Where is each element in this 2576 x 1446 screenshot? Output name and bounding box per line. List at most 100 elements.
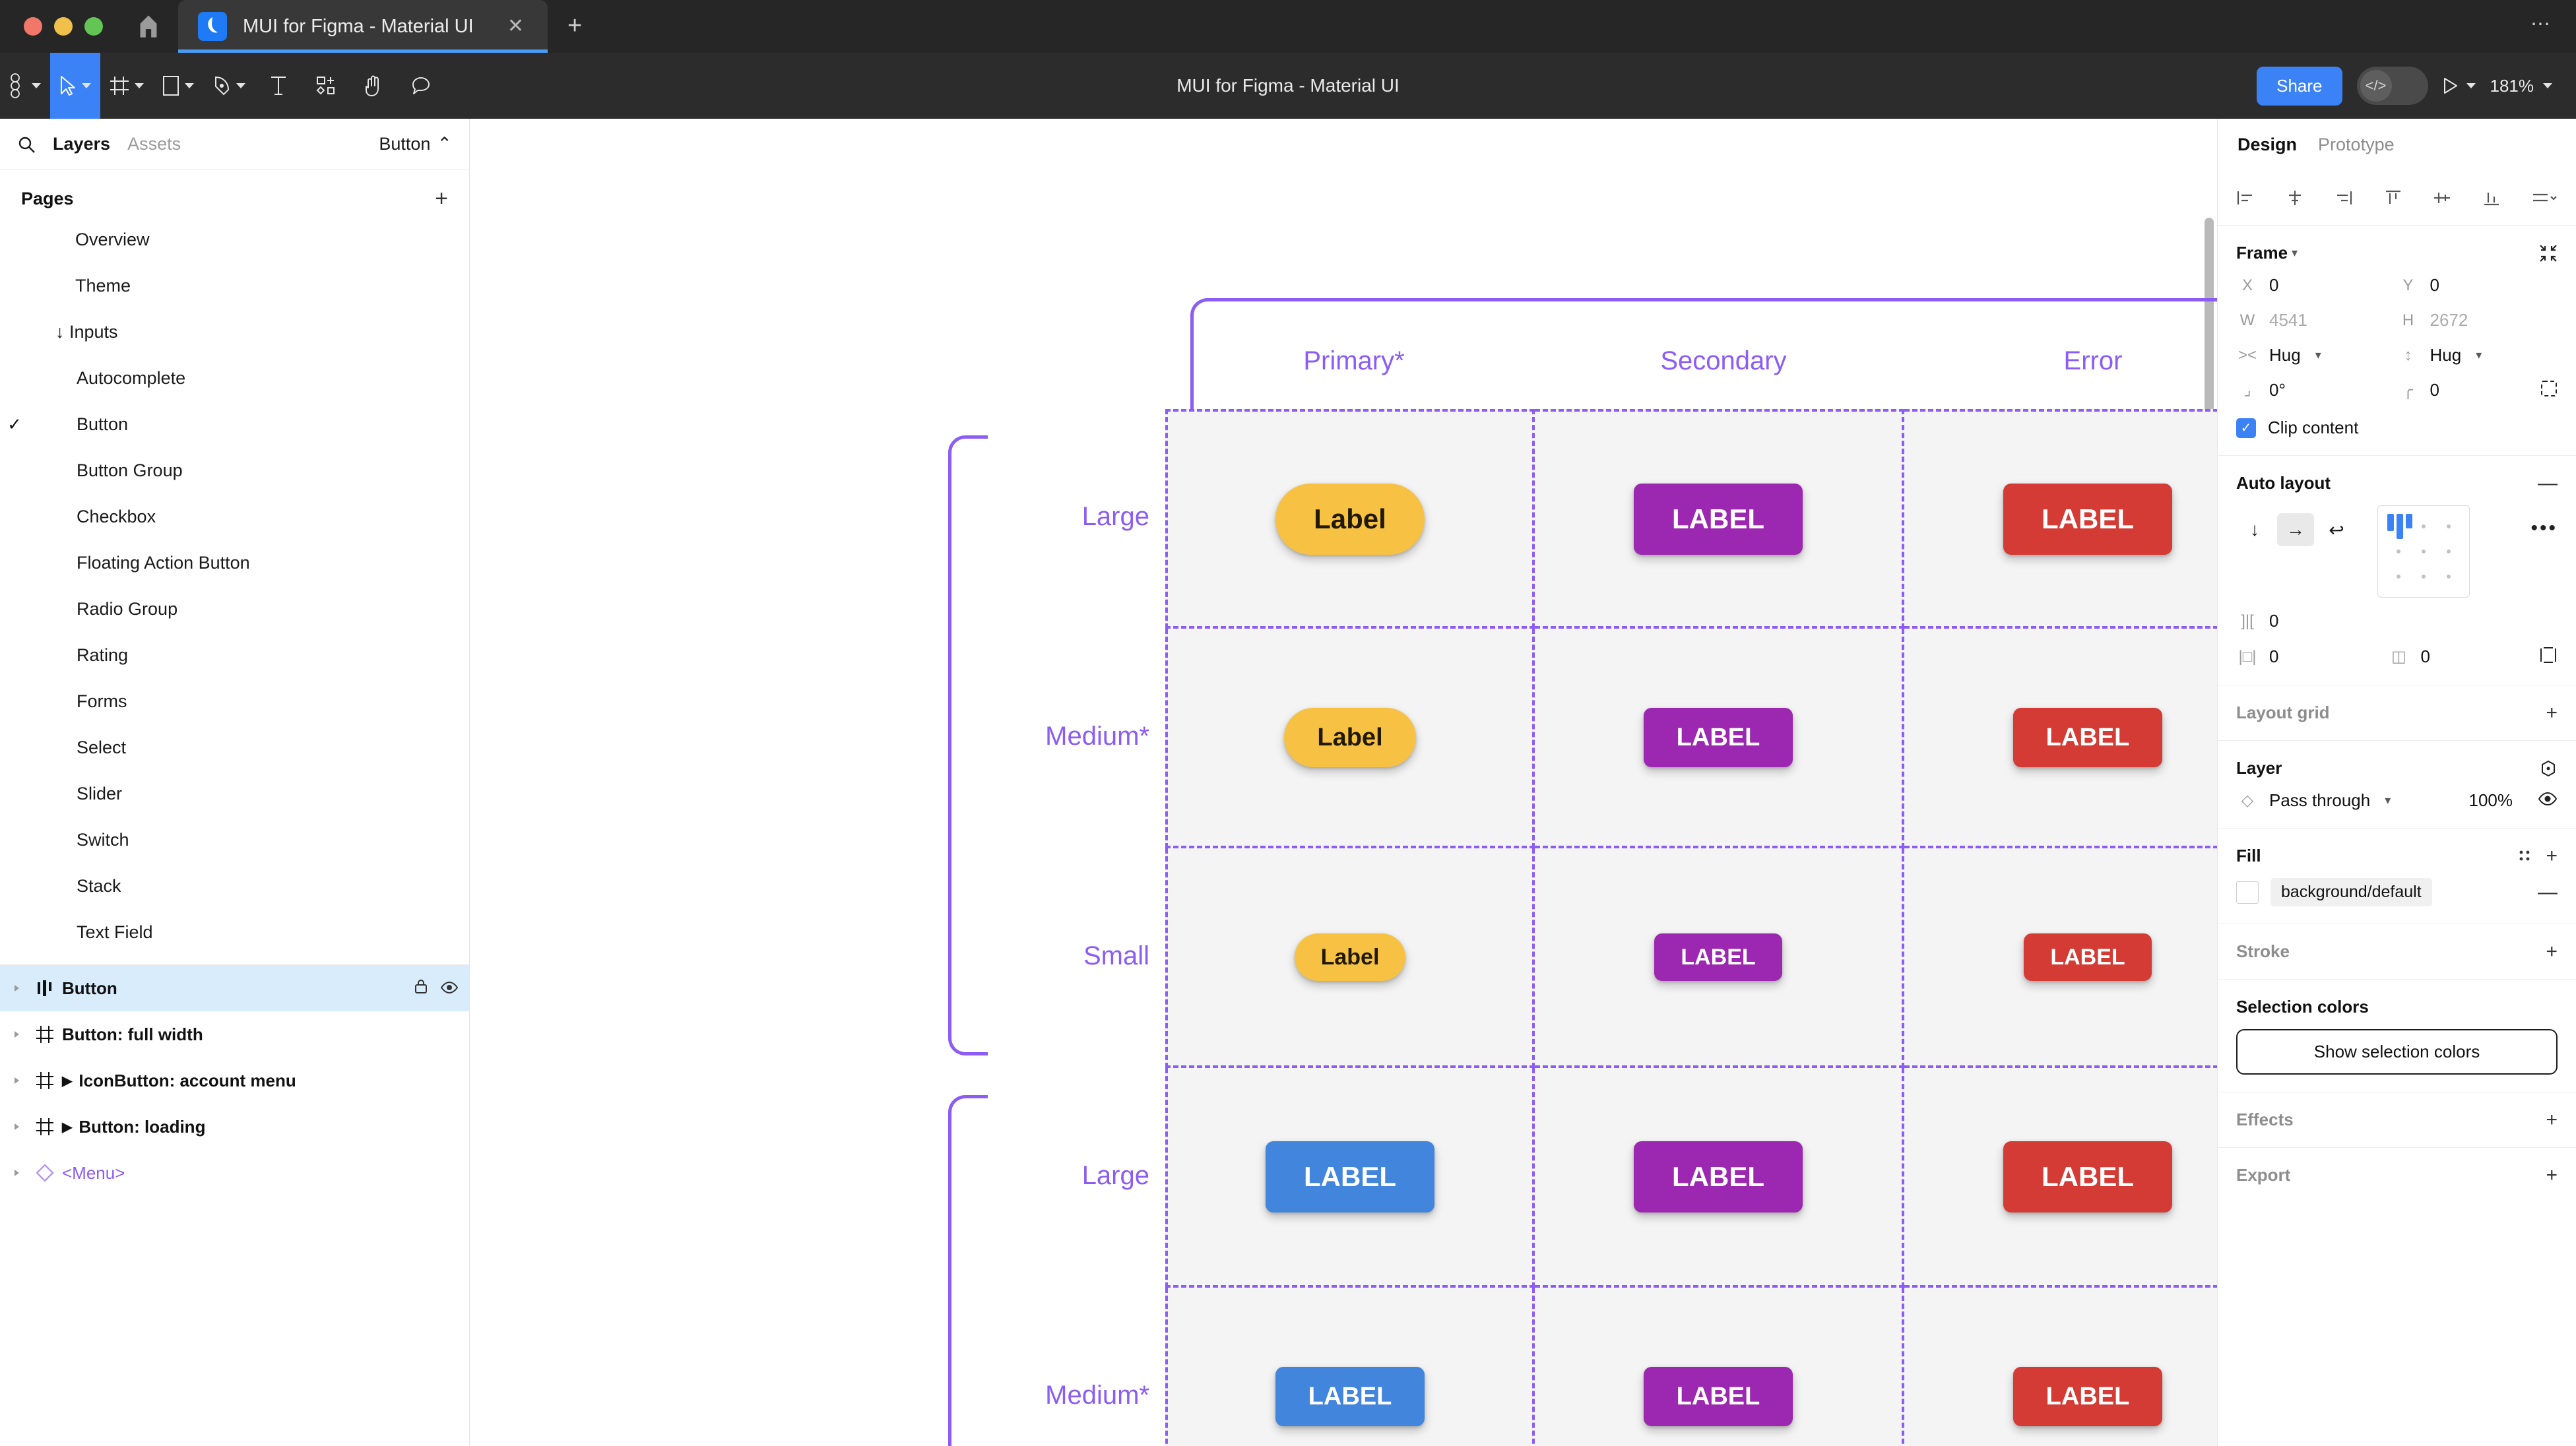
- layer-item-iconbutton-account-menu[interactable]: ▶IconButton: account menu: [0, 1057, 469, 1104]
- remove-fill-button[interactable]: —: [2538, 881, 2558, 903]
- tab-prototype[interactable]: Prototype: [2318, 134, 2395, 154]
- share-button[interactable]: Share: [2257, 66, 2342, 106]
- frame-h[interactable]: H 2672: [2397, 310, 2558, 330]
- align-left-icon[interactable]: [2236, 189, 2255, 206]
- page-item-rating[interactable]: Rating: [0, 632, 469, 678]
- align-vertical-center-icon[interactable]: [2433, 189, 2451, 206]
- page-item-floating-action-button[interactable]: Floating Action Button: [0, 540, 469, 586]
- lock-icon[interactable]: [414, 978, 428, 999]
- fill-color-swatch[interactable]: [2236, 881, 2259, 904]
- page-item-select[interactable]: Select: [0, 724, 469, 770]
- dev-mode-toggle[interactable]: </>: [2356, 67, 2428, 105]
- close-window-button[interactable]: [24, 17, 42, 36]
- clip-content-row[interactable]: ✓ Clip content: [2236, 418, 2558, 438]
- move-tool-icon[interactable]: [50, 53, 100, 119]
- show-selection-colors-button[interactable]: Show selection colors: [2236, 1029, 2558, 1075]
- add-effect-button[interactable]: +: [2546, 1108, 2558, 1131]
- present-button[interactable]: [2443, 77, 2476, 94]
- page-selector[interactable]: Button ⌃: [379, 134, 452, 154]
- zoom-control[interactable]: 181%: [2490, 76, 2552, 96]
- layer-item-button-loading[interactable]: ▶Button: loading: [0, 1104, 469, 1150]
- button-error-medium[interactable]: LABEL: [2012, 1366, 2163, 1426]
- search-icon[interactable]: [17, 135, 36, 154]
- design-canvas[interactable]: Container Primary*SecondaryErrorWarning …: [470, 119, 2217, 1446]
- blend-mode-value[interactable]: Pass through: [2269, 790, 2371, 810]
- frame-resize-width[interactable]: >< Hug ▾: [2236, 345, 2397, 365]
- pen-tool-icon[interactable]: [203, 53, 255, 119]
- minimize-window-button[interactable]: [54, 17, 73, 36]
- button-primary-medium[interactable]: Label: [1284, 707, 1416, 767]
- page-item-slider[interactable]: Slider: [0, 770, 469, 817]
- alignment-grid-picker[interactable]: [2377, 505, 2470, 598]
- page-item-stack[interactable]: Stack: [0, 863, 469, 909]
- layer-item-button-full-width[interactable]: Button: full width: [0, 1011, 469, 1057]
- auto-layout-padding-vertical[interactable]: ◫ 0: [2388, 646, 2540, 667]
- distribute-icon[interactable]: [2531, 189, 2558, 206]
- frame-rotation[interactable]: ⌟ 0°: [2236, 380, 2397, 400]
- auto-layout-horizontal-button[interactable]: →: [2277, 513, 2314, 546]
- layer-style-icon[interactable]: [2539, 759, 2558, 778]
- eye-icon[interactable]: [440, 978, 459, 999]
- page-item-button-group[interactable]: Button Group: [0, 447, 469, 493]
- fill-styles-icon[interactable]: [2517, 848, 2534, 865]
- independent-corners-icon[interactable]: [2540, 380, 2558, 400]
- page-item-switch[interactable]: Switch: [0, 817, 469, 863]
- fill-style-name[interactable]: background/default: [2270, 878, 2432, 906]
- auto-layout-gap[interactable]: ]|[ 0: [2236, 611, 2388, 631]
- close-icon[interactable]: ✕: [507, 15, 524, 37]
- layer-item-button[interactable]: Button: [0, 965, 469, 1011]
- layer-opacity-value[interactable]: 100%: [2468, 790, 2513, 810]
- tab-assets[interactable]: Assets: [127, 134, 181, 154]
- expand-arrow-icon[interactable]: [5, 1121, 28, 1132]
- button-primary-large[interactable]: Label: [1275, 483, 1425, 555]
- button-primary-medium[interactable]: LABEL: [1275, 1366, 1425, 1426]
- figma-menu-icon[interactable]: [0, 53, 50, 119]
- auto-layout-padding-horizontal[interactable]: |□| 0: [2236, 646, 2388, 667]
- add-export-button[interactable]: +: [2546, 1164, 2558, 1186]
- page-item-button[interactable]: ✓Button: [0, 401, 469, 447]
- frame-resize-height[interactable]: ↕ Hug ▾: [2397, 345, 2558, 365]
- align-top-icon[interactable]: [2384, 189, 2402, 206]
- remove-auto-layout-button[interactable]: —: [2538, 472, 2558, 494]
- tab-design[interactable]: Design: [2238, 134, 2298, 154]
- page-item-text-field[interactable]: Text Field: [0, 909, 469, 955]
- home-button[interactable]: [119, 0, 178, 53]
- auto-layout-vertical-button[interactable]: ↓: [2250, 519, 2259, 540]
- expand-arrow-icon[interactable]: [5, 1029, 28, 1040]
- expand-arrow-icon[interactable]: [5, 983, 28, 993]
- button-error-medium[interactable]: LABEL: [2012, 707, 2163, 767]
- add-layout-grid-button[interactable]: +: [2546, 701, 2558, 724]
- button-primary-large[interactable]: LABEL: [1266, 1141, 1434, 1212]
- resources-icon[interactable]: [302, 53, 350, 119]
- align-right-icon[interactable]: [2334, 189, 2353, 206]
- align-horizontal-center-icon[interactable]: [2286, 189, 2304, 206]
- eye-icon[interactable]: [2538, 792, 2558, 809]
- frame-y[interactable]: Y 0: [2397, 275, 2558, 296]
- button-error-small[interactable]: LABEL: [2024, 933, 2152, 981]
- advanced-padding-button[interactable]: [2539, 646, 2558, 668]
- shape-tool-icon[interactable]: [153, 53, 203, 119]
- frame-tool-icon[interactable]: [100, 53, 153, 119]
- frame-corner-radius[interactable]: ╭ 0: [2397, 380, 2558, 400]
- auto-layout-wrap-button[interactable]: ↩: [2329, 519, 2344, 540]
- expand-arrow-icon[interactable]: [5, 1075, 28, 1086]
- chevron-down-icon[interactable]: ▾: [2292, 246, 2298, 259]
- text-tool-icon[interactable]: [255, 53, 302, 119]
- button-secondary-medium[interactable]: LABEL: [1643, 707, 1793, 767]
- add-page-button[interactable]: +: [435, 186, 448, 211]
- add-stroke-button[interactable]: +: [2546, 940, 2558, 962]
- page-item-radio-group[interactable]: Radio Group: [0, 586, 469, 632]
- frame-x[interactable]: X 0: [2236, 275, 2397, 296]
- browser-tab-active[interactable]: MUI for Figma - Material UI ✕: [178, 0, 548, 53]
- collapse-frame-icon[interactable]: [2539, 244, 2558, 263]
- frame-w[interactable]: W 4541: [2236, 310, 2397, 330]
- align-bottom-icon[interactable]: [2482, 189, 2501, 206]
- auto-layout-more-button[interactable]: •••: [2530, 517, 2558, 539]
- layer-item-menu[interactable]: <Menu>: [0, 1150, 469, 1196]
- comment-tool-icon[interactable]: [397, 53, 445, 119]
- button-secondary-large[interactable]: LABEL: [1634, 483, 1803, 555]
- add-fill-button[interactable]: +: [2546, 844, 2558, 867]
- clip-content-checkbox[interactable]: ✓: [2236, 418, 2256, 438]
- button-error-large[interactable]: LABEL: [2003, 483, 2172, 555]
- browser-overflow-menu[interactable]: ⋯: [2530, 13, 2552, 35]
